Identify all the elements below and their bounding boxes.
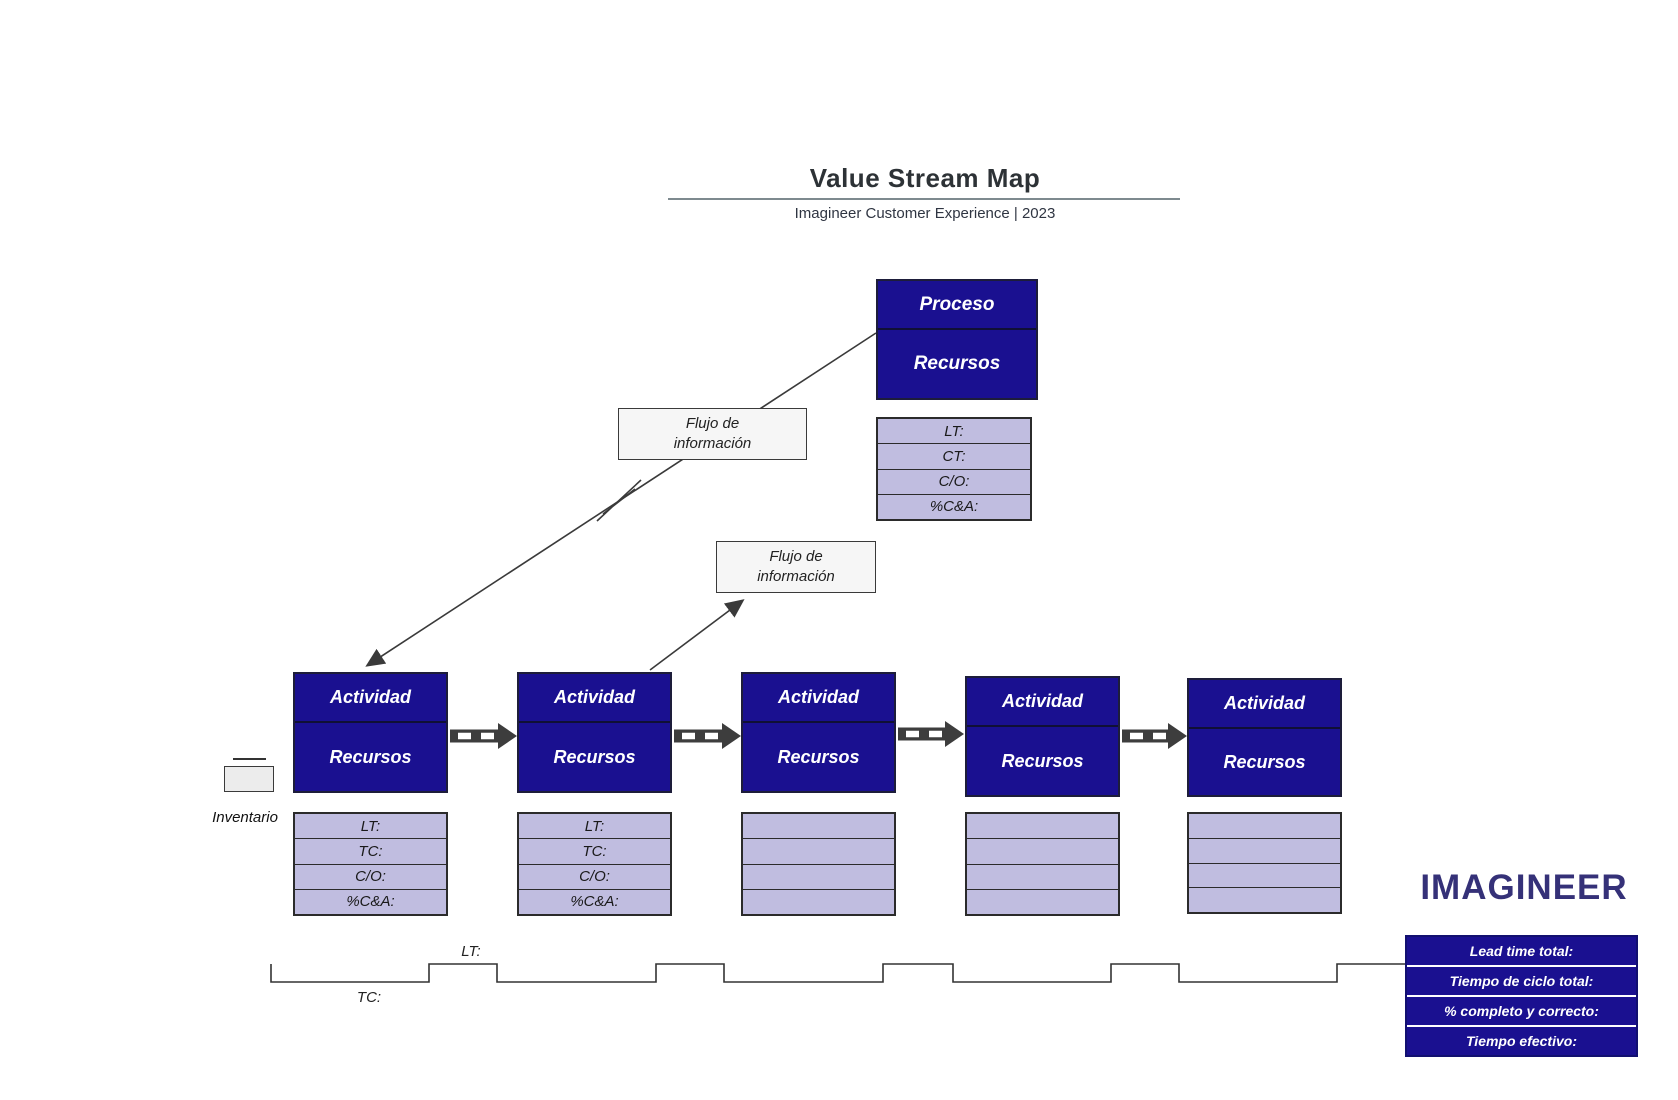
metric-row: C/O: [295,863,446,889]
activity-box-5: Actividad Recursos [1187,678,1342,797]
push-arrow-3 [898,721,964,747]
push-arrow-2 [674,723,741,749]
activity-title: Actividad [519,674,670,723]
imagineer-logo: IMAGINEER [1420,868,1628,907]
metric-row: CT: [878,443,1030,468]
metric-row: TC: [295,838,446,863]
inventory-label: Inventario [212,809,278,826]
page-subtitle: Imagineer Customer Experience | 2023 [794,205,1056,222]
metric-row [743,888,894,914]
metric-row: %C&A: [878,493,1030,519]
activity-box-2: Actividad Recursos [517,672,672,793]
activity-metric-table-4 [965,812,1120,916]
metric-row: LT: [360,817,381,835]
metric-row [743,814,894,838]
metric-row [1189,814,1340,838]
activity-title: Actividad [1189,680,1340,729]
process-metric-table: LT: CT: C/O: %C&A: [876,417,1032,521]
total-row-effective-time: Tiempo efectivo: [1407,1027,1636,1055]
metric-row: LT: [584,817,605,835]
inventory-icon [224,766,274,792]
activity-resources: Recursos [553,746,636,767]
metric-row: C/O: [519,863,670,889]
metric-row [967,888,1118,914]
info-flow-box-1: Flujo de información [618,408,807,460]
electronic-flow-zigzag-icon [596,479,642,522]
timeline-tc-label: TC: [356,989,382,1006]
metric-row [743,838,894,863]
activity-box-4: Actividad Recursos [965,676,1120,797]
metric-row [967,814,1118,838]
activity-box-3: Actividad Recursos [741,672,896,793]
metric-row [743,863,894,889]
totals-table: Lead time total: Tiempo de ciclo total: … [1405,935,1638,1057]
activity-metric-table-1: LT: TC: C/O: %C&A: [293,812,448,916]
process-title: Proceso [878,281,1036,330]
metric-row [1189,862,1340,888]
metric-row: C/O: [878,468,1030,494]
metric-row: LT: [944,422,964,440]
page-title: Value Stream Map [809,163,1041,193]
total-row-lead-time: Lead time total: [1407,937,1636,965]
activity-metric-table-3 [741,812,896,916]
activity-resources: Recursos [329,746,412,767]
activity-title: Actividad [743,674,894,723]
push-arrow-1 [450,723,517,749]
metric-row [967,863,1118,889]
metric-row [967,838,1118,863]
total-row-cycle-time: Tiempo de ciclo total: [1407,967,1636,995]
info-flow-arrow-to-infobox2 [649,599,745,671]
timeline-lt-label: LT: [461,943,481,960]
metric-row: %C&A: [295,888,446,914]
activity-metric-table-5 [1187,812,1342,914]
activity-resources: Recursos [777,746,860,767]
activity-resources: Recursos [1001,750,1084,771]
activity-box-1: Actividad Recursos [293,672,448,793]
activity-metric-table-2: LT: TC: C/O: %C&A: [517,812,672,916]
total-row-complete-correct: % completo y correcto: [1407,997,1636,1025]
push-arrow-4 [1122,723,1187,749]
activity-resources: Recursos [1223,751,1306,772]
activity-title: Actividad [967,678,1118,727]
metric-row: %C&A: [519,888,670,914]
process-box: Proceso Recursos [876,279,1038,400]
activity-title: Actividad [295,674,446,723]
info-flow-box-2: Flujo de información [716,541,876,593]
metric-row [1189,887,1340,912]
metric-row [1189,837,1340,863]
timeline-ladder [270,963,1406,983]
process-resources: Recursos [913,353,1001,374]
title-underline [668,198,1180,200]
metric-row: TC: [519,838,670,863]
